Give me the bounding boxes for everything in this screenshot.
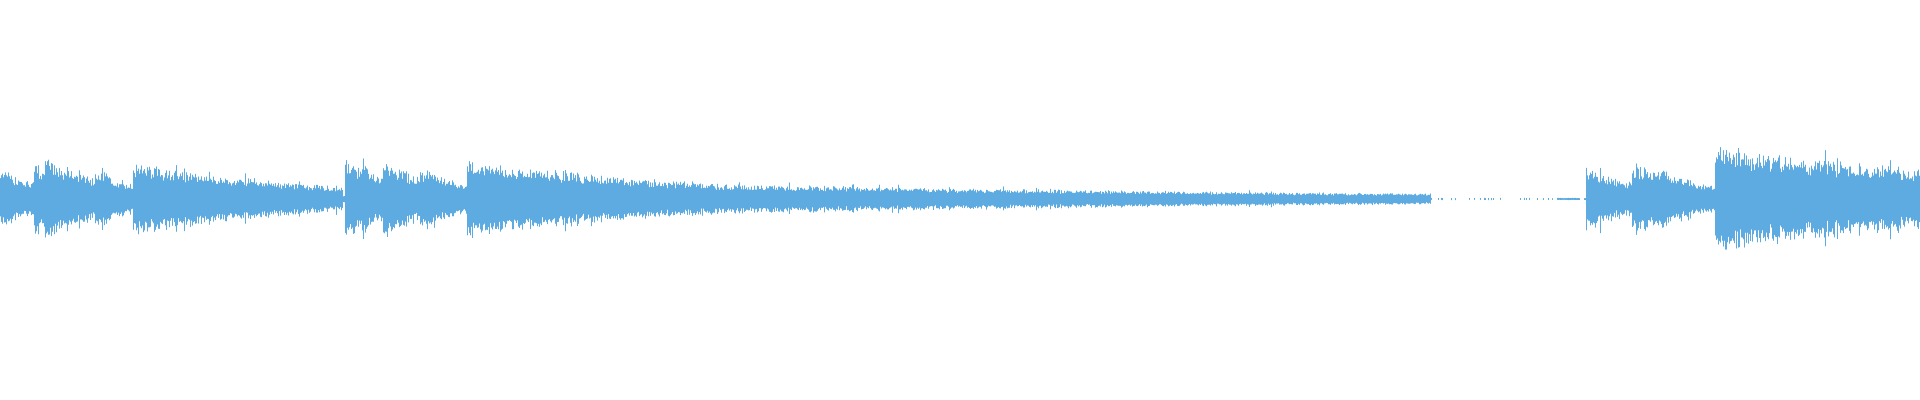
waveform-amplitude-bars: [0, 147, 1920, 250]
